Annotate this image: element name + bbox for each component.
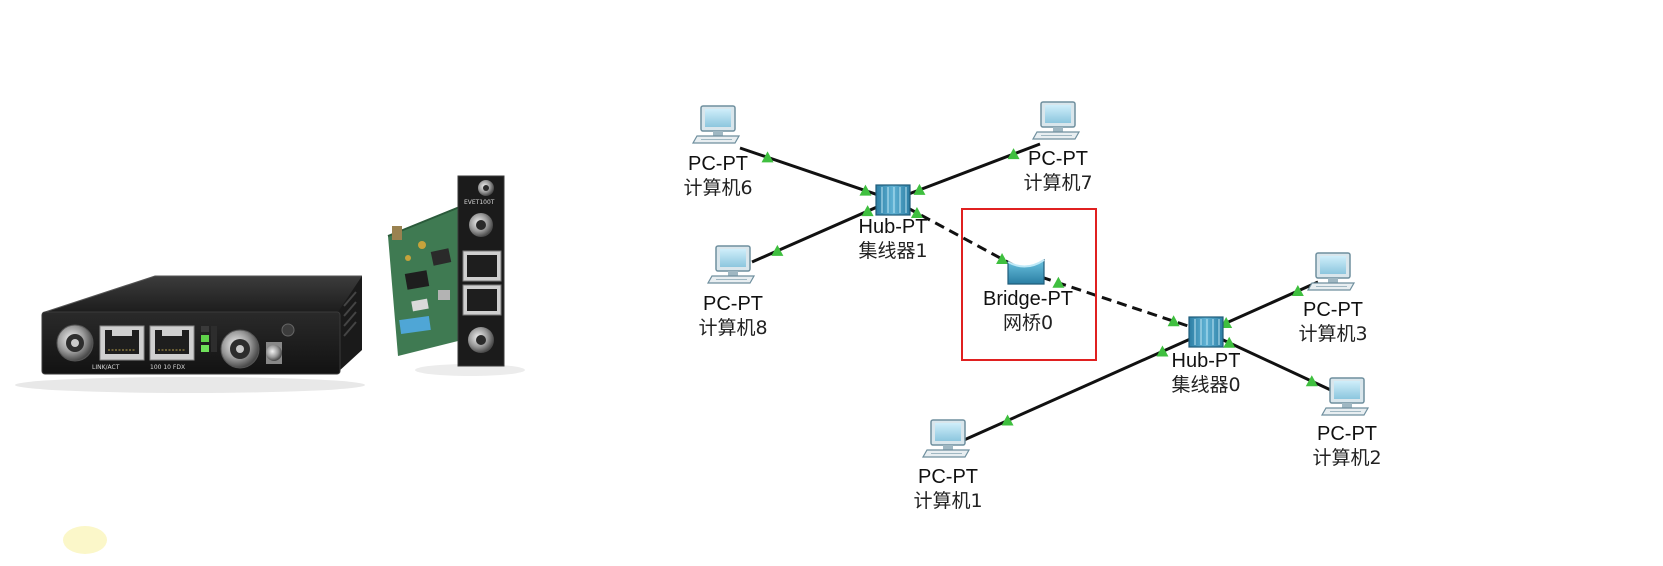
node-type-label: PC-PT — [688, 153, 748, 175]
rj45-port-2 — [149, 325, 195, 361]
svg-text:100 10 FDX: 100 10 FDX — [150, 364, 185, 371]
node-type-label: Hub-PT — [1172, 350, 1241, 372]
link-status-bridge0-hub0-a — [1052, 276, 1065, 288]
node-type-label: PC-PT — [1317, 423, 1377, 445]
rack-card: EVET100T — [387, 175, 505, 367]
node-name-label: 计算机2 — [1312, 447, 1381, 469]
node-type-label: PC-PT — [703, 293, 763, 315]
nodes-layer: PC-PT计算机6PC-PT计算机7PC-PT计算机8Hub-PT集线器1Bri… — [683, 101, 1382, 512]
node-name-label: 集线器1 — [858, 240, 927, 262]
link-status-pc1-hub0-b — [1156, 345, 1169, 357]
pc-icon[interactable] — [922, 419, 970, 458]
link-status-pc3-hub0-a — [1291, 285, 1304, 296]
bridge-icon[interactable] — [1007, 259, 1045, 285]
link-status-pc7-hub1-b — [913, 183, 926, 195]
link-pc7-hub1[interactable] — [892, 142, 1041, 202]
media-converter-box: LINK/ACT 100 10 FDX — [41, 275, 362, 375]
link-status-pc7-hub1-a — [1007, 148, 1020, 160]
node-name-label: 网桥0 — [1003, 312, 1053, 334]
node-type-label: Hub-PT — [859, 216, 928, 238]
hardware-photos: LINK/ACT 100 10 FDX EVET100T — [15, 175, 525, 554]
node-name-label: 计算机8 — [698, 317, 767, 339]
pc-icon[interactable] — [692, 105, 740, 144]
node-type-label: PC-PT — [918, 466, 978, 488]
bnc-connector-left — [56, 324, 94, 362]
status-leds — [201, 326, 217, 352]
hub-icon[interactable] — [875, 184, 911, 216]
link-status-pc6-hub1-b — [859, 184, 872, 196]
yellow-spot — [63, 526, 107, 554]
node-name-label: 计算机3 — [1298, 323, 1367, 345]
node-name-label: 集线器0 — [1171, 374, 1240, 396]
link-status-bridge0-hub0-b — [1167, 315, 1180, 327]
node-type-label: Bridge-PT — [983, 288, 1073, 310]
network-topology: PC-PT计算机6PC-PT计算机7PC-PT计算机8Hub-PT集线器1Bri… — [683, 101, 1382, 512]
pc-icon[interactable] — [1307, 252, 1355, 291]
pc-icon[interactable] — [707, 245, 755, 284]
link-status-pc1-hub0-a — [1001, 414, 1014, 426]
rj45-port-1 — [99, 325, 145, 361]
link-pc6-hub1[interactable] — [739, 146, 894, 202]
node-name-label: 计算机6 — [683, 177, 752, 199]
bridge-highlight-box — [961, 208, 1097, 361]
link-status-hub1-bridge0-a — [910, 206, 923, 218]
node-name-label: 计算机7 — [1023, 172, 1092, 194]
node-type-label: PC-PT — [1028, 148, 1088, 170]
hub-icon[interactable] — [1188, 316, 1224, 348]
dc-connector — [266, 323, 295, 364]
link-pc1-hub0[interactable] — [963, 330, 1207, 442]
svg-text:LINK/ACT: LINK/ACT — [92, 364, 120, 371]
link-status-pc6-hub1-a — [761, 151, 774, 163]
link-status-pc2-hub0-b — [1223, 336, 1236, 348]
link-status-pc8-hub1-a — [771, 244, 784, 256]
link-status-pc8-hub1-b — [861, 205, 874, 217]
card-label: EVET100T — [464, 199, 495, 206]
pc-icon[interactable] — [1032, 101, 1080, 140]
node-name-label: 计算机1 — [913, 490, 982, 512]
link-status-pc2-hub0-a — [1305, 375, 1318, 387]
bnc-connector-right — [220, 329, 260, 369]
link-status-hub1-bridge0-b — [996, 253, 1009, 265]
node-type-label: PC-PT — [1303, 299, 1363, 321]
pc-icon[interactable] — [1321, 377, 1369, 416]
